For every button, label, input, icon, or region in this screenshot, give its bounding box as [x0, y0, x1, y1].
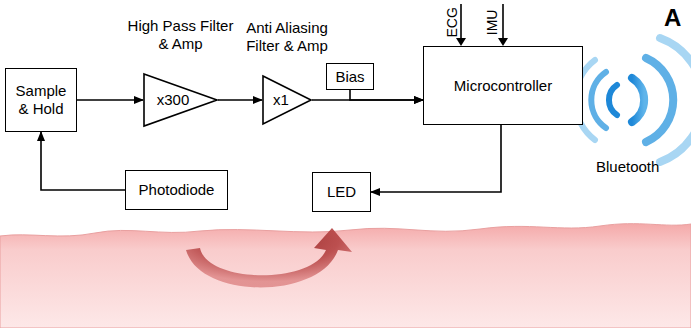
- box-label: Bias: [335, 68, 364, 86]
- arrow-head: [498, 38, 508, 46]
- box-label: Sample & Hold: [10, 82, 72, 118]
- light-path-arrow: [186, 228, 352, 288]
- box-label: Photodiode: [139, 181, 215, 199]
- signal-name: IMU: [485, 9, 502, 35]
- process-box: Bias: [326, 63, 374, 90]
- gain-label: x300: [157, 91, 190, 109]
- triangle-outline: [263, 76, 311, 124]
- bluetooth-wave: [609, 85, 617, 115]
- amplifier-triangle: Anti Aliasing Filter & Ampx1: [262, 75, 312, 125]
- box-label: LED: [327, 183, 356, 201]
- skin-surface: [0, 224, 691, 328]
- process-box: LED: [312, 172, 371, 212]
- process-box: Sample & Hold: [5, 68, 77, 132]
- input-arrow: [460, 4, 462, 40]
- bluetooth-wave: [660, 38, 691, 162]
- bluetooth-wave: [646, 58, 673, 142]
- gain-label: x1: [273, 91, 289, 109]
- process-box: Microcontroller: [423, 46, 583, 125]
- signal-arrow: [41, 132, 125, 190]
- caption-label: Bluetooth: [596, 158, 659, 176]
- signal-name: ECG: [444, 7, 461, 37]
- panel-letter: A: [664, 4, 681, 33]
- process-box: Photodiode: [125, 170, 228, 210]
- block-heading: Anti Aliasing Filter & Amp: [231, 19, 343, 55]
- box-label: Microcontroller: [454, 77, 552, 95]
- bluetooth-wave: [632, 78, 644, 122]
- signal-arrow: [350, 90, 423, 100]
- input-arrow: [502, 4, 504, 40]
- signal-arrow: [371, 125, 501, 192]
- amplifier-triangle: High Pass Filter & Ampx300: [143, 73, 218, 127]
- triangle-outline: [144, 74, 217, 126]
- signal-arrow: [77, 99, 143, 101]
- bluetooth-wave: [591, 72, 606, 128]
- arrow-head: [456, 38, 466, 46]
- signal-arrow: [218, 99, 262, 101]
- block-heading: High Pass Filter & Amp: [121, 17, 241, 53]
